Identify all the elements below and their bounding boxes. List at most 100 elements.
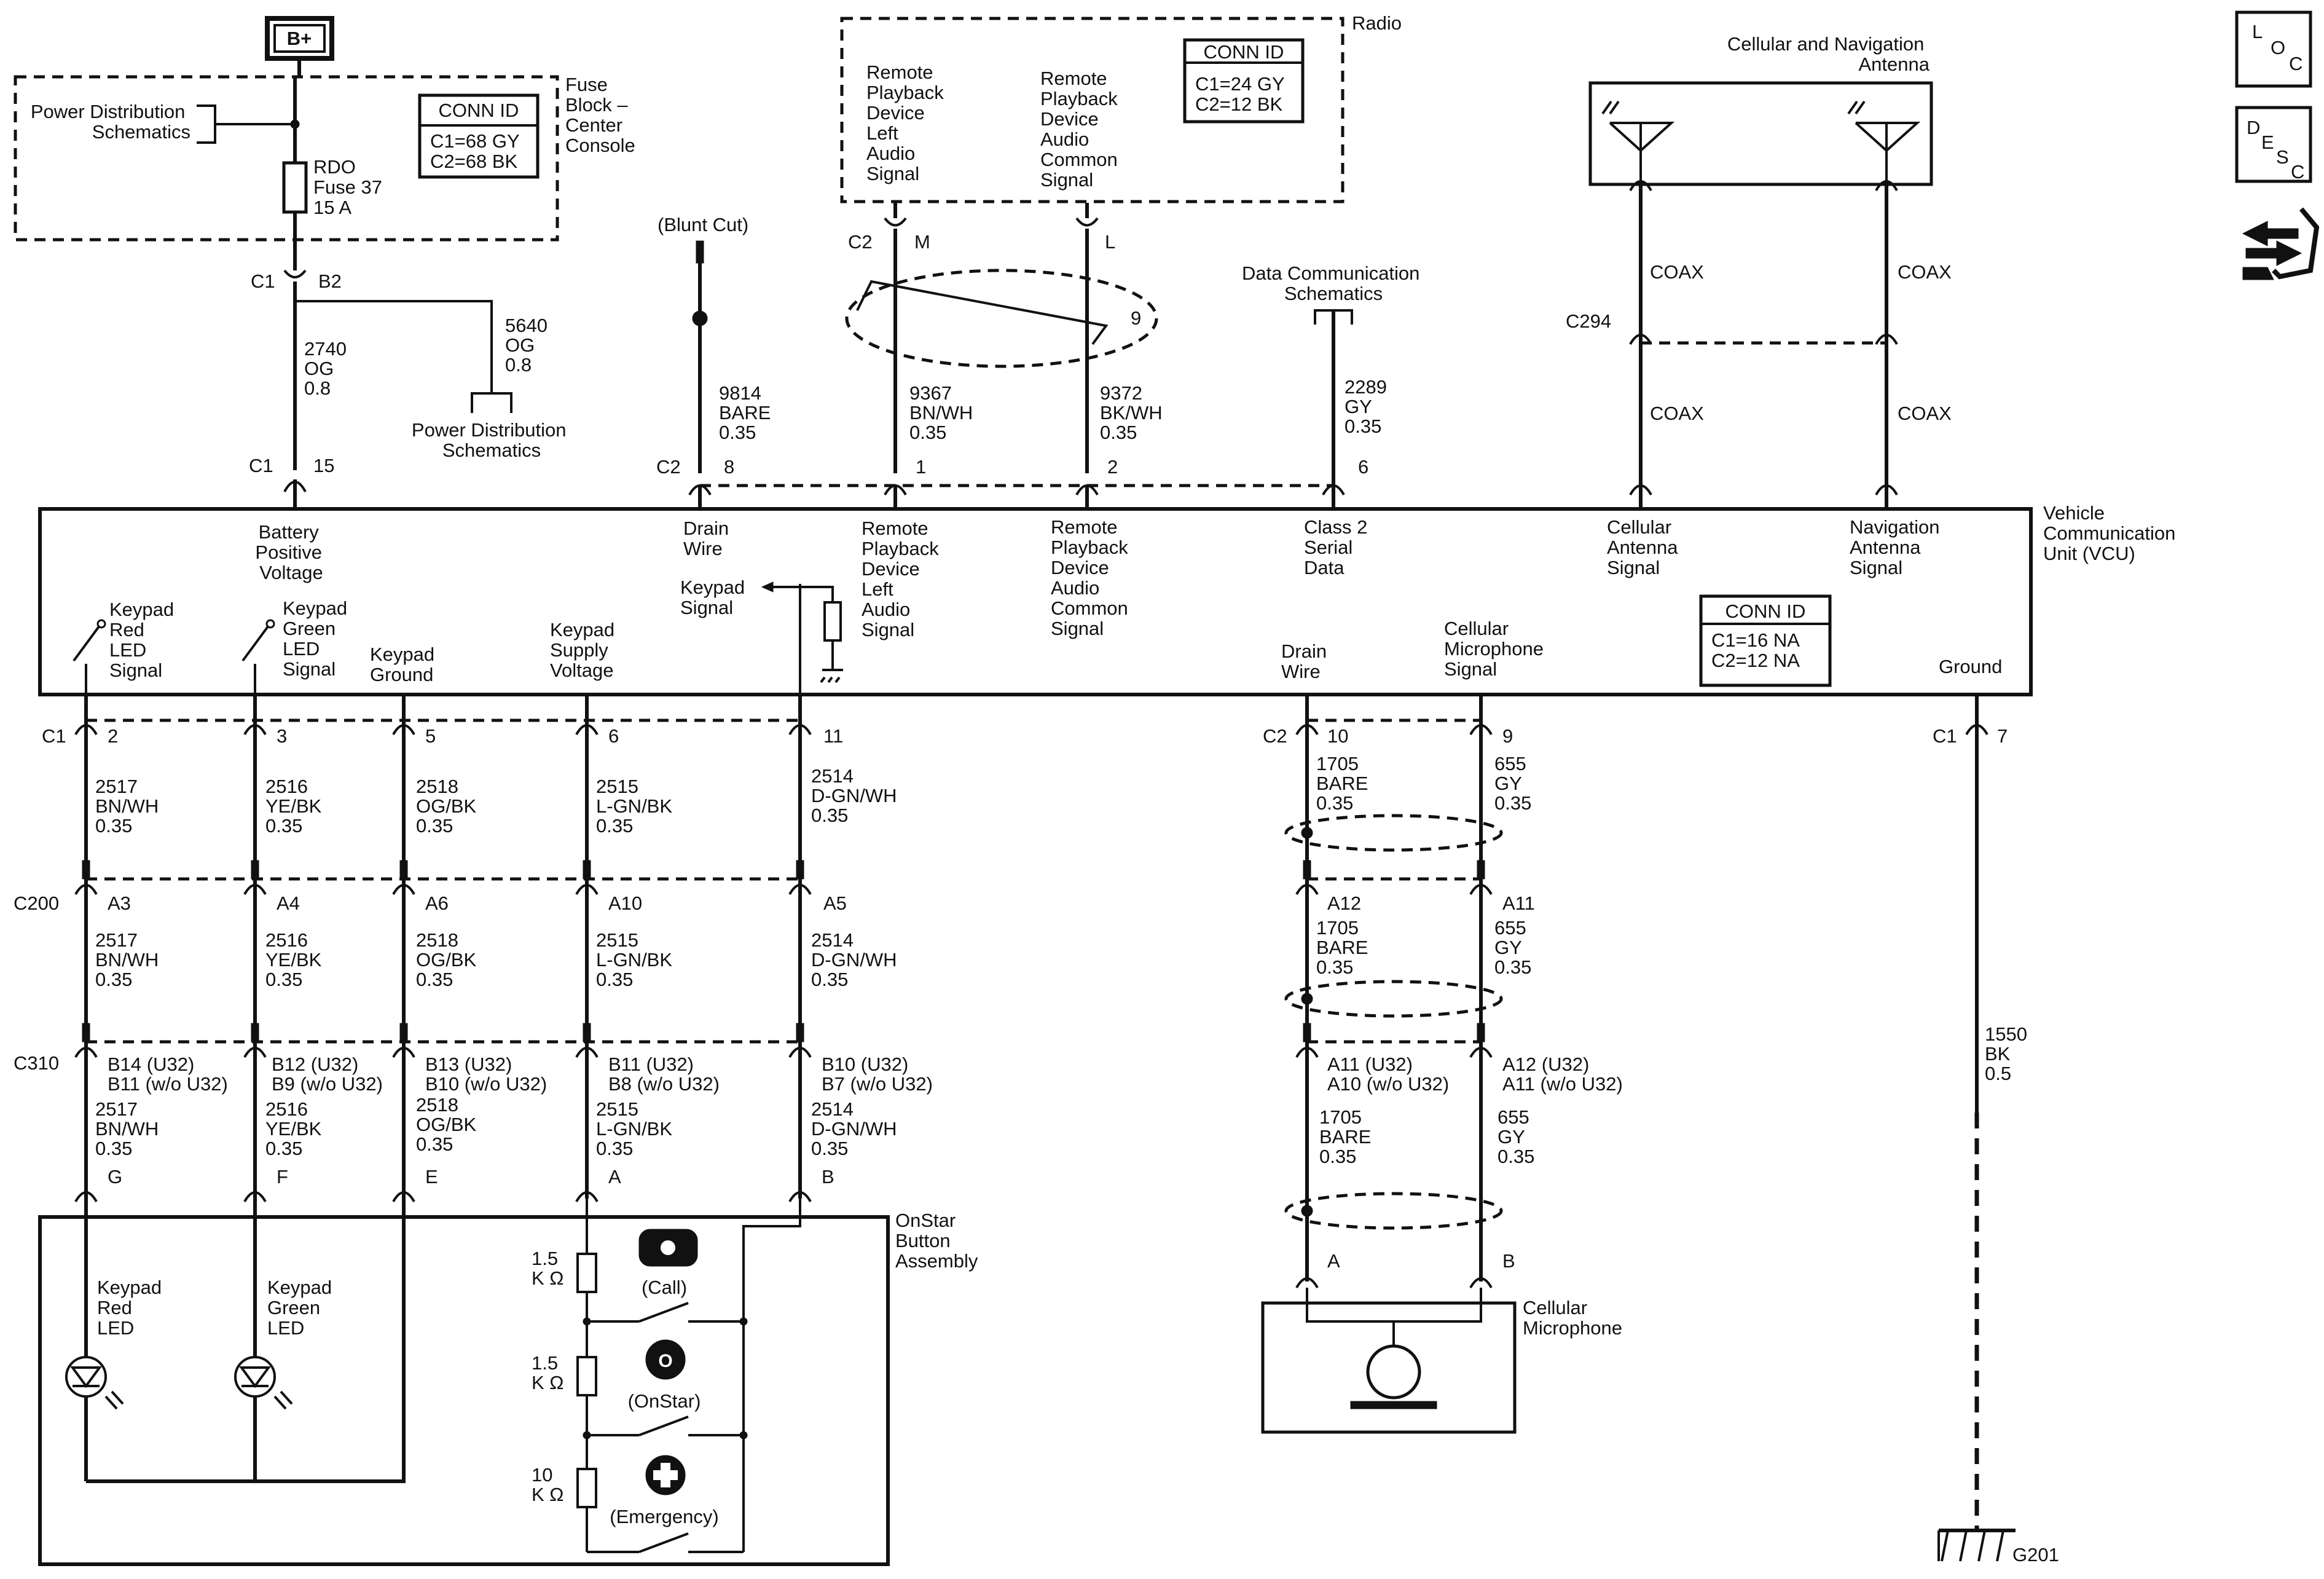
keypad-red-led-label: Keypad Red LED [97,1277,167,1339]
onstar-assembly-box [38,1215,890,1566]
radio-common-label: Remote Playback Device Audio Common Sign… [1040,68,1123,191]
onstar-button-assembly: OnStar Button Assembly Keypad Red LED Ke… [38,1199,978,1566]
svg-text:A3: A3 [108,892,131,914]
b-plus-label: B+ [287,28,312,49]
svg-text:A4: A4 [277,892,300,914]
svg-text:B14 (U32)B11 (w/o U32): B14 (U32)B11 (w/o U32) [108,1053,228,1095]
svg-text:7: 7 [1997,725,2008,747]
ground-wire-1550: 1550 BK 0.5 [1985,1023,2033,1084]
blunt-cut-label: (Blunt Cut) [658,214,748,235]
svg-text:O: O [658,1351,672,1371]
svg-text:2: 2 [1107,456,1118,478]
c200-connector-pins [74,860,1493,896]
loc-icon[interactable]: L O C [2235,10,2312,88]
svg-text:10: 10 [1327,725,1348,747]
red-led-switch-icon [73,619,106,695]
call-button-label[interactable]: (Call) [642,1277,687,1298]
ground-g201-icon [1937,1529,2016,1562]
green-led-switch-icon [241,619,275,695]
svg-text:C310: C310 [14,1052,59,1074]
data-communication-section: Data Communication Schematics 2289 GY 0.… [1242,262,1425,486]
radio-left-label: Remote Playback Device Left Audio Signal [866,61,949,184]
fuse-conn-id-box [418,93,540,179]
svg-text:C2: C2 [656,456,681,478]
svg-text:O: O [2271,37,2285,58]
svg-text:B12 (U32)B9 (w/o U32): B12 (U32)B9 (w/o U32) [272,1053,383,1095]
vcu-keypad-red-label: Keypad Red LED Signal [109,599,179,681]
resistor-1-icon [576,1253,597,1293]
wire-2740: 2740 OG 0.8 [304,338,352,399]
svg-text:COAX: COAX [1898,261,1952,283]
side-navigation-icons: L O C D E S C [2235,10,2320,280]
button-assembly-pins [74,1191,812,1203]
svg-text:C1=68 GY: C1=68 GY [430,130,520,152]
g201-label: G201 [2012,1544,2059,1565]
fuse-block-boundary [14,75,559,242]
keypad-signal-resistor-icon [761,581,843,695]
svg-text:L: L [2252,21,2263,42]
c310-connector-pins [74,1023,1493,1058]
keypad-green-led-label: Keypad Green LED [267,1277,337,1339]
fuse-block-title: Fuse Block – Center Console [565,74,635,156]
svg-text:C2: C2 [1263,725,1287,747]
cellular-antenna-icon [1601,100,1675,184]
svg-text:B: B [822,1166,834,1187]
svg-text:C2=12 NA: C2=12 NA [1711,650,1800,671]
svg-text:C2=68 BK: C2=68 BK [430,151,518,172]
vcu-cell-antenna-label: Cellular Antenna Signal [1607,516,1683,578]
svg-text:A11: A11 [1502,892,1535,914]
svg-text:C2=12 BK: C2=12 BK [1195,93,1283,115]
svg-text:C200: C200 [14,892,59,914]
emergency-button-label[interactable]: (Emergency) [610,1506,718,1527]
svg-text:C1=24 GY: C1=24 GY [1195,73,1285,95]
vcu-rpd-common-label: Remote Playback Device Audio Common Sign… [1051,516,1133,639]
svg-text:B11 (U32)B8 (w/o U32): B11 (U32)B8 (w/o U32) [608,1053,720,1095]
power-distribution-ref-2[interactable]: Power Distribution Schematics [412,419,571,461]
svg-text:15: 15 [313,455,334,476]
vcu-cell-mic-label: Cellular Microphone Signal [1444,618,1549,680]
vcu-ground-label: Ground [1939,656,2002,677]
vcu-keypad-signal-label: Keypad Signal [680,577,750,618]
wire-9372: 9372 BK/WH 0.35 [1100,382,1168,443]
cellular-microphone: Cellular Microphone [1261,1288,1622,1434]
power-distribution-ref-1[interactable]: Power Distribution Schematics [31,101,190,143]
svg-text:5: 5 [425,725,436,747]
data-communication-ref[interactable]: Data Communication Schematics [1242,262,1425,304]
vcu-battery-label: Battery Positive Voltage [255,521,327,583]
vcu-conn-id-box [1699,594,1832,687]
svg-text:L: L [1105,231,1115,253]
svg-text:3: 3 [277,725,287,747]
emergency-button-icon[interactable] [645,1455,686,1495]
svg-text:1: 1 [916,456,926,478]
onstar-button-label[interactable]: (OnStar) [628,1390,701,1412]
svg-text:9: 9 [1131,307,1141,329]
antenna-title: Cellular and Navigation Antenna [1727,33,1930,75]
svg-text:B13 (U32)B10 (w/o U32): B13 (U32)B10 (w/o U32) [425,1053,547,1095]
call-button-icon[interactable] [638,1229,698,1267]
microphone-box [1261,1301,1517,1434]
onstar-button-icon[interactable]: O [645,1339,686,1380]
svg-text:6: 6 [608,725,619,747]
svg-text:COAX: COAX [1650,403,1704,424]
nav-arrows-icon[interactable] [2242,207,2320,280]
svg-text:A: A [608,1166,621,1187]
svg-text:C2: C2 [848,231,873,253]
resistor-2-icon [576,1356,597,1396]
svg-text:D: D [2247,117,2260,138]
microphone-icon [1350,1344,1437,1409]
green-led-icon [234,1356,293,1410]
desc-icon[interactable]: D E S C [2235,106,2312,183]
